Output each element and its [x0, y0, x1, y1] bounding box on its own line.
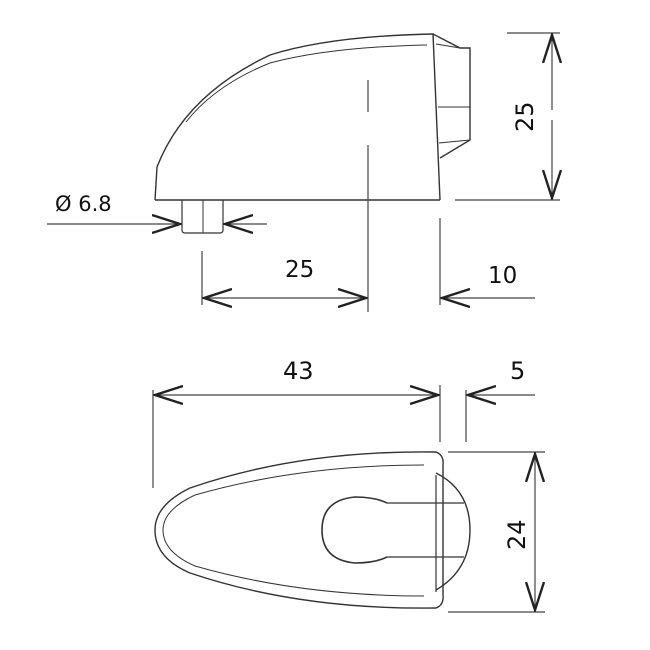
height-dimension — [455, 32, 560, 201]
length-label: 43 — [283, 357, 314, 385]
side-body-outline — [154, 33, 441, 201]
top-view — [154, 451, 471, 609]
top-horizontal-dimensions — [152, 385, 535, 488]
top-body-outline — [154, 451, 444, 609]
height-label: 25 — [511, 101, 539, 132]
width-label: 24 — [503, 519, 531, 550]
width-dimension — [448, 451, 545, 613]
diameter-label: Ø 6.8 — [55, 192, 112, 216]
lens-depth-label: 5 — [510, 357, 526, 385]
horizontal-dimensions — [201, 218, 535, 305]
front-offset-label: 10 — [488, 263, 518, 289]
pin-to-axis-label: 25 — [285, 257, 315, 283]
side-view — [154, 33, 471, 234]
